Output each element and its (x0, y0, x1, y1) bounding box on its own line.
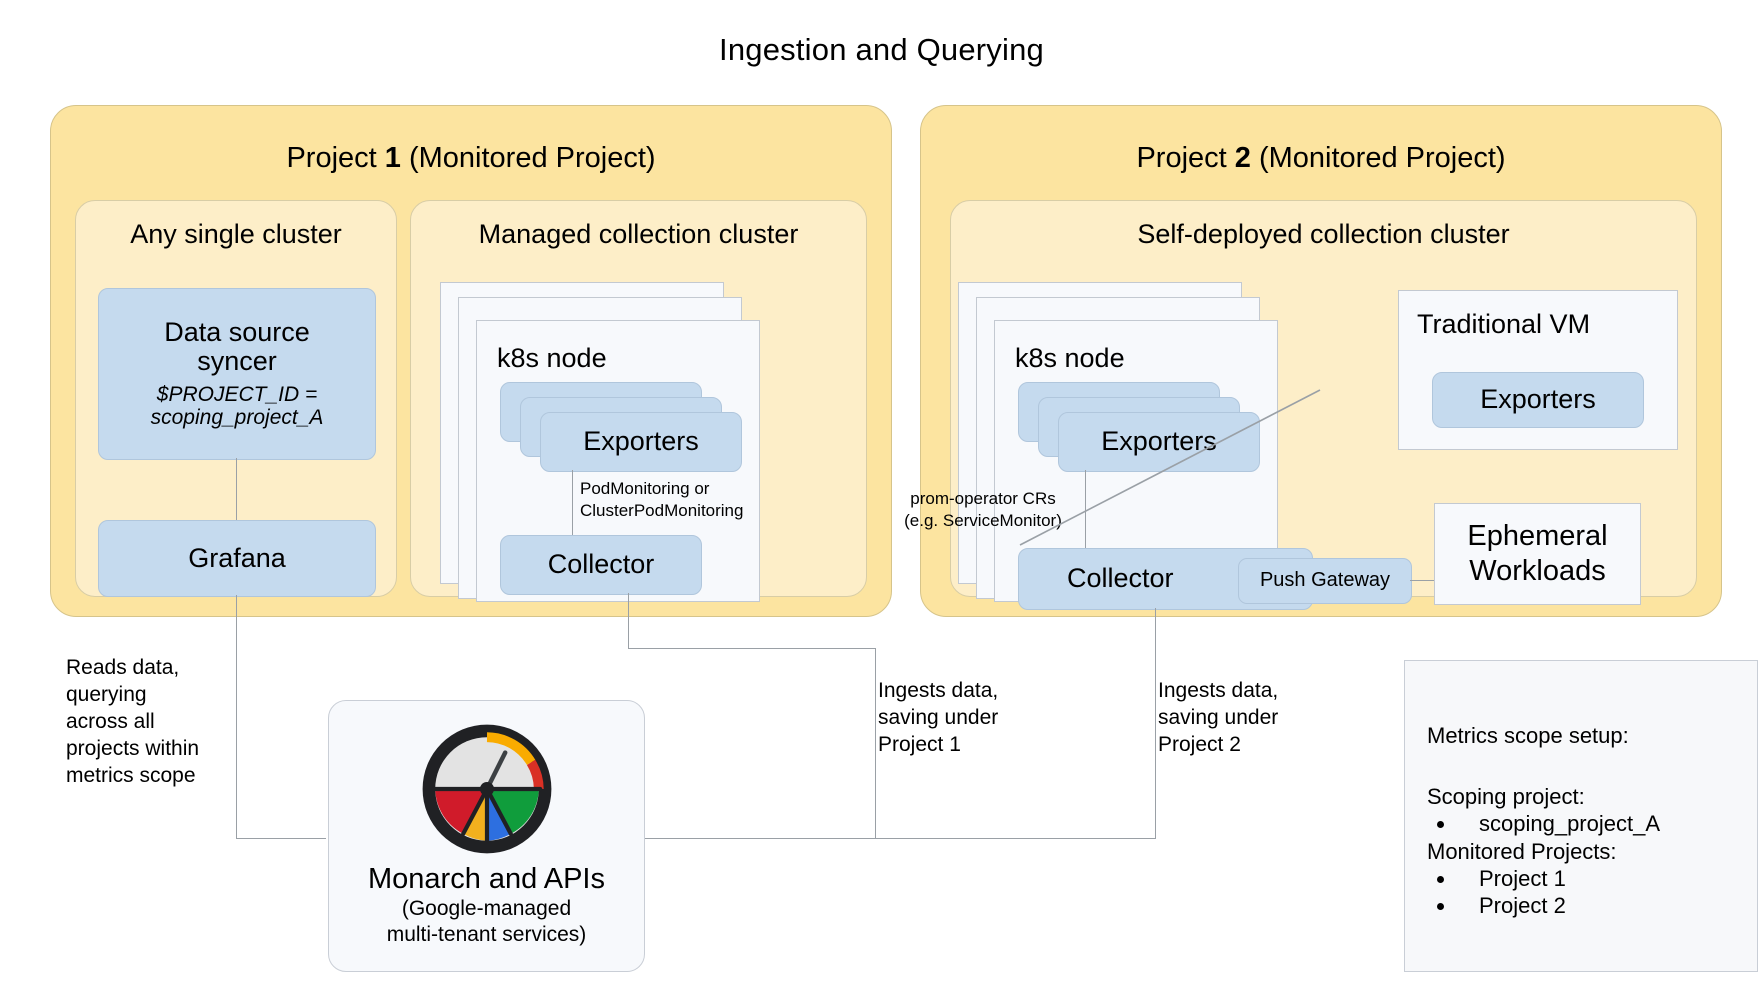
connector-exporters-to-collector-p2 (1085, 470, 1086, 548)
legend-monitored-item: Project 2 (1457, 893, 1757, 920)
exporters-box[interactable]: Exporters (540, 412, 742, 472)
prom-operator-edge-label: prom-operator CRs (e.g. ServiceMonitor) (904, 489, 1062, 531)
data-source-syncer-env-line2: scoping_project_A (150, 406, 324, 430)
legend-monitored-label: Monitored Projects: (1427, 839, 1617, 865)
exporters-label-p2: Exporters (1101, 426, 1217, 457)
managed-collection-cluster-title: Managed collection cluster (478, 219, 799, 249)
monarch-subtitle: (Google-managed multi-tenant services) (386, 897, 587, 947)
push-gateway-box[interactable]: Push Gateway (1238, 558, 1412, 604)
project-2-title-suffix: (Monitored Project) (1250, 142, 1506, 174)
legend-scoping-label: Scoping project: (1427, 783, 1585, 809)
legend-monitored-item: Project 1 (1457, 866, 1757, 893)
exporters-box-p2[interactable]: Exporters (1058, 412, 1260, 472)
grafana-label: Grafana (188, 542, 286, 573)
legend-scoping-item: scoping_project_A (1457, 811, 1757, 838)
project-1-title-suffix: (Monitored Project) (400, 142, 656, 174)
connector-collector-p2-to-monarch (875, 838, 1156, 839)
project-2-title-prefix: Project (1136, 142, 1235, 174)
metrics-scope-legend: Metrics scope setup: Scoping project: sc… (1404, 660, 1758, 972)
connector-collector-p1-vert (875, 648, 876, 838)
connector-collector-p1-right (628, 648, 875, 649)
push-gateway-label: Push Gateway (1259, 569, 1391, 592)
any-single-cluster-title: Any single cluster (130, 219, 342, 249)
legend-heading: Metrics scope setup: (1427, 723, 1629, 748)
project-1-title-number: 1 (384, 142, 401, 174)
legend-scoping-list: scoping_project_A (1405, 811, 1757, 838)
connector-collector-p1-to-monarch (645, 838, 877, 839)
monarch-title: Monarch and APIs (368, 863, 605, 895)
connector-pushgateway-to-ephemeral (1410, 580, 1434, 581)
project-1-title-prefix: Project (286, 142, 385, 174)
ingest-project-2-annotation: Ingests data, saving under Project 2 (1158, 679, 1279, 756)
traditional-vm-exporters-label: Exporters (1480, 384, 1596, 415)
monarch-and-apis-card[interactable]: Monarch and APIs (Google-managed multi-t… (328, 700, 645, 972)
grafana-box[interactable]: Grafana (98, 520, 376, 597)
connector-grafana-to-monarch (236, 838, 326, 839)
connector-syncer-to-grafana (236, 458, 237, 520)
podmonitoring-edge-label: PodMonitoring or ClusterPodMonitoring (580, 479, 744, 521)
k8s-node-label-p2: k8s node (1015, 343, 1125, 373)
k8s-node-label: k8s node (497, 343, 607, 373)
connector-exporters-to-collector-p1 (572, 470, 573, 535)
reads-data-annotation: Reads data, querying across all projects… (66, 656, 200, 787)
ingest-project-1-annotation: Ingests data, saving under Project 1 (878, 679, 999, 756)
data-source-syncer-line2: syncer (197, 346, 277, 377)
monarch-gauge-icon (422, 724, 551, 854)
traditional-vm-exporters-box[interactable]: Exporters (1432, 372, 1644, 428)
self-deployed-cluster-title: Self-deployed collection cluster (1137, 219, 1510, 249)
traditional-vm-title: Traditional VM (1417, 309, 1591, 339)
ephemeral-workloads-card: Ephemeral Workloads (1434, 503, 1641, 605)
project-2-title-number: 2 (1234, 142, 1251, 174)
connector-collector-p2-down (1155, 608, 1156, 838)
exporters-label: Exporters (583, 426, 699, 457)
project-2-title: Project 2 (Monitored Project) (921, 142, 1721, 175)
collector-label-p1: Collector (547, 549, 655, 580)
collector-box-p1[interactable]: Collector (500, 535, 702, 595)
data-source-syncer-line1: Data source (164, 317, 310, 348)
data-source-syncer-box[interactable]: Data source syncer $PROJECT_ID = scoping… (98, 288, 376, 460)
connector-collector-p1-down (628, 593, 629, 648)
connector-vm-to-collector (1019, 389, 1321, 546)
legend-monitored-list: Project 1 Project 2 (1405, 866, 1757, 920)
project-1-title: Project 1 (Monitored Project) (51, 142, 891, 175)
collector-label-p2: Collector (1067, 563, 1174, 594)
ephemeral-workloads-label: Ephemeral Workloads (1467, 520, 1608, 587)
data-source-syncer-env-line1: $PROJECT_ID = (156, 382, 318, 406)
connector-grafana-down (236, 595, 237, 838)
page-title: Ingestion and Querying (719, 32, 1044, 67)
